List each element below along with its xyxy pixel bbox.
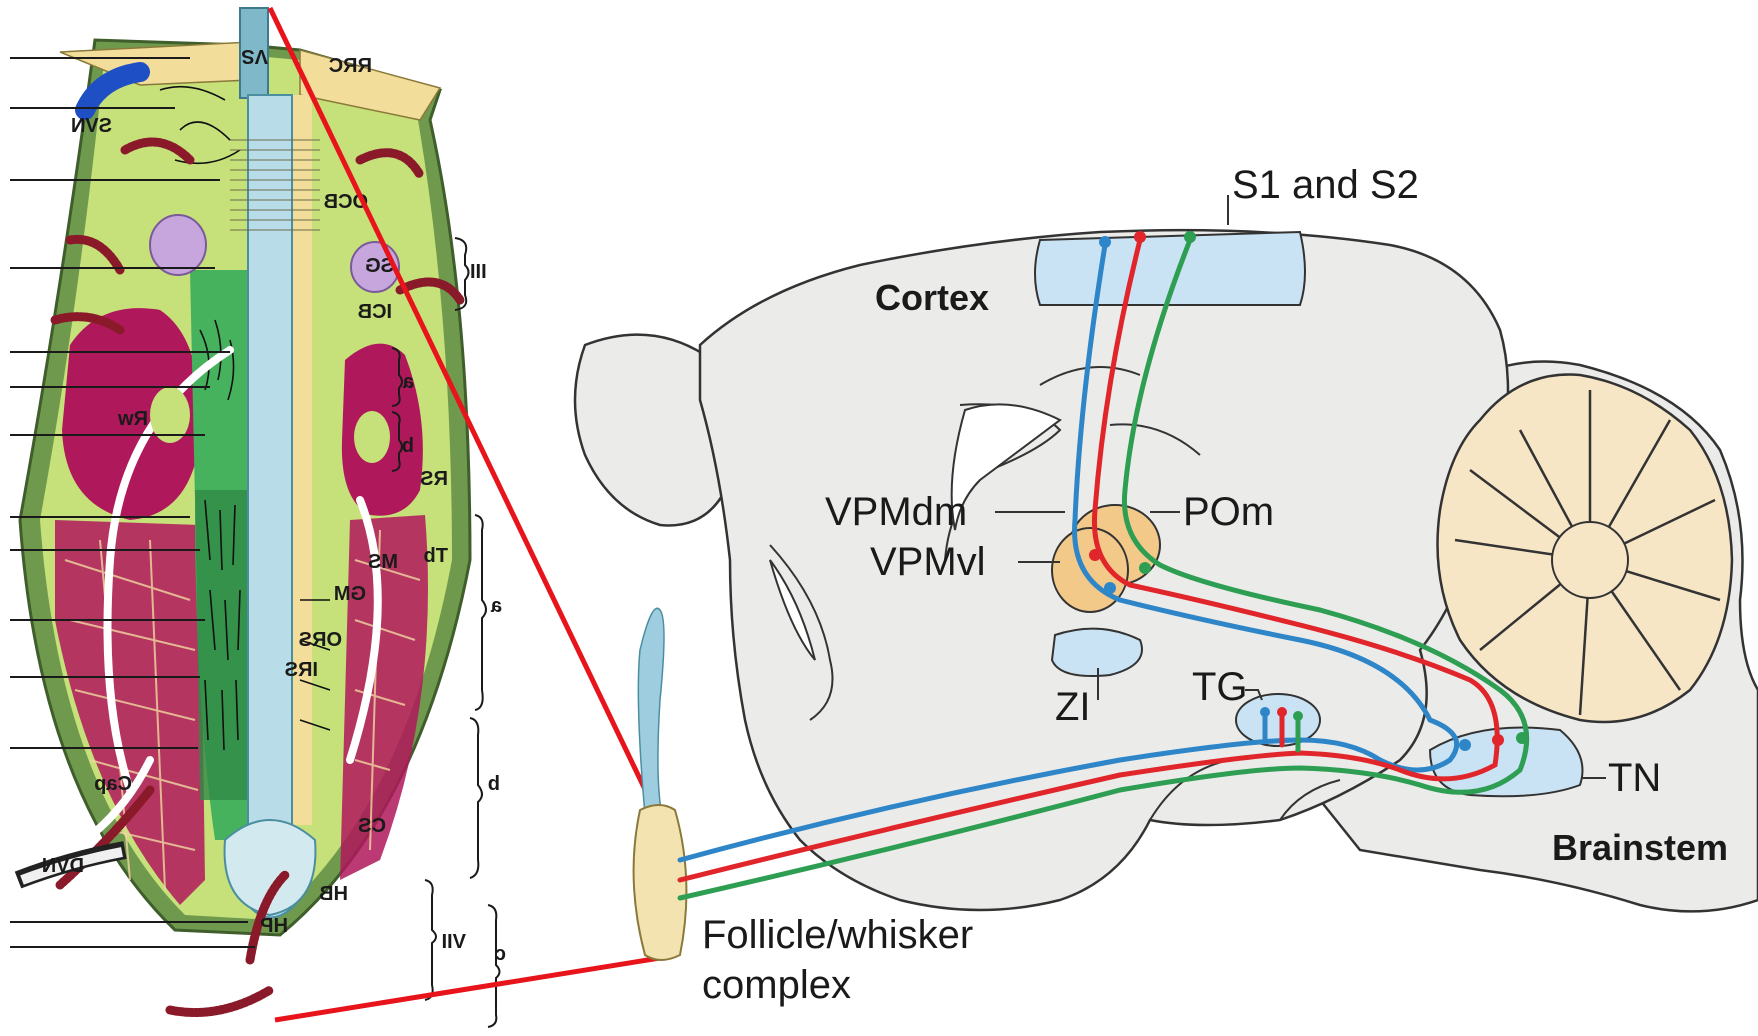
label-c: c (495, 943, 506, 965)
label-b-right: b (488, 773, 500, 795)
label-follicle-line2: complex (702, 963, 851, 1007)
label-follicle-line1: Follicle/whisker (702, 913, 973, 957)
label-rs: RS (420, 468, 448, 490)
label-ms: MS (368, 551, 398, 573)
synapse-green-s1 (1184, 231, 1196, 243)
label-hp: HP (260, 915, 288, 937)
outer-root-sheath (292, 95, 312, 825)
synapse-red-vpm (1089, 549, 1101, 561)
ringwulst-right (354, 411, 390, 463)
synapse-green-tn (1516, 732, 1528, 744)
label-tb: Tb (424, 545, 448, 567)
label-pom: POm (1183, 490, 1274, 534)
label-a-upper: a (402, 371, 414, 393)
label-a-right: a (490, 595, 502, 617)
label-tn: TN (1608, 756, 1661, 800)
label-zi: ZI (1055, 685, 1091, 729)
whisker-follicle (634, 805, 687, 960)
label-svn: SVN (71, 115, 112, 137)
synapse-red-tg (1277, 707, 1287, 717)
synapse-red-s1 (1134, 231, 1146, 243)
label-rrc: RRC (329, 55, 372, 77)
label-s1-s2: S1 and S2 (1232, 163, 1419, 207)
dense-nerve-column (195, 490, 250, 800)
label-dvn: DVN (42, 855, 84, 877)
synapse-blue-tn (1459, 739, 1471, 751)
whisker-shaft (638, 608, 664, 815)
label-vs: VS (241, 45, 268, 67)
label-cortex: Cortex (875, 277, 989, 318)
label-cs: CS (358, 815, 386, 837)
brain-diagram: S1 and S2 Cortex VPMdm POm VPMvl ZI TG T… (575, 163, 1758, 1007)
label-gm: GM (334, 583, 366, 605)
label-iii: III (470, 261, 487, 283)
label-cap: Cap (94, 773, 132, 795)
label-icb: ICB (358, 301, 392, 323)
label-vii: VII (442, 931, 466, 953)
label-ors: ORS (299, 629, 342, 651)
synapse-blue-s1 (1099, 236, 1111, 248)
label-vpmdm: VPMdm (825, 490, 967, 534)
follicle-section-illustration: VS RRC SVN OCB SG III ICB Rw RS a b Tb M… (10, 8, 506, 1027)
cerebellum-core (1552, 522, 1628, 598)
label-b-upper: b (402, 435, 414, 457)
label-brainstem: Brainstem (1552, 827, 1728, 868)
sebaceous-gland-left (150, 215, 206, 275)
label-rw: Rw (118, 408, 148, 430)
synapse-blue-tg (1260, 707, 1270, 717)
label-hb: HB (319, 883, 348, 905)
label-vpmvl: VPMvl (870, 540, 986, 584)
synapse-green-pom (1139, 562, 1151, 574)
synapse-green-tg (1293, 711, 1303, 721)
label-irs: IRS (285, 659, 318, 681)
synapse-red-tn (1492, 734, 1504, 746)
synapse-blue-vpm (1104, 582, 1116, 594)
label-tg: TG (1192, 665, 1248, 709)
